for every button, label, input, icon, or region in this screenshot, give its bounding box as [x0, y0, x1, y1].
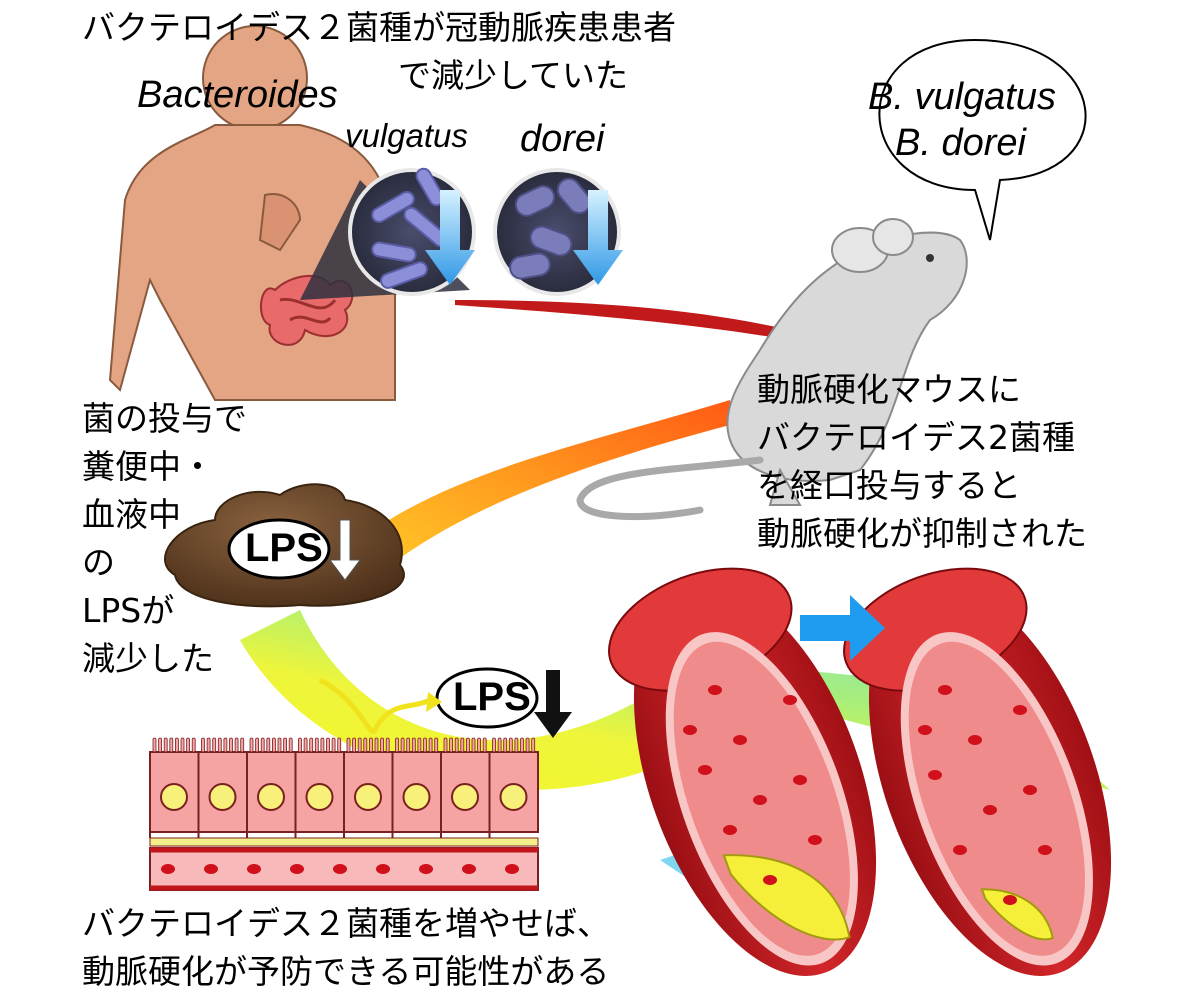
- speech-bubble: [878, 38, 1087, 241]
- headline-line1: バクテロイデス２菌種が冠動脈疾患患者: [82, 8, 676, 47]
- headline-line2: で減少していた: [398, 56, 629, 95]
- mouse: [576, 218, 968, 521]
- left-text-line6: 減少した: [82, 639, 214, 678]
- lps-transfer-arrow: [318, 677, 432, 735]
- bacteria-genus: Bacteroides: [137, 74, 338, 116]
- bacteria-circle-dorei: [493, 168, 623, 296]
- mouse-text-line3: を経口投与すると: [757, 466, 1021, 505]
- intestinal-epithelium: [149, 737, 539, 891]
- bacteria-circle-vulgatus: [348, 167, 476, 296]
- lps-feces-label: LPS: [245, 526, 323, 570]
- mouse-text-line2: バクテロイデス2菌種: [757, 418, 1075, 457]
- bubble-line2: B. dorei: [895, 122, 1026, 164]
- lps-blood-badge: [435, 667, 572, 738]
- vessel-treated: [843, 567, 1112, 976]
- improvement-arrow: [800, 595, 885, 661]
- bacteria-species-vulgatus: vulgatus: [345, 117, 468, 154]
- flow-band-middle: [350, 400, 730, 600]
- left-text-line3: 血液中: [82, 495, 181, 534]
- conclusion-line2: 動脈硬化が予防できる可能性がある: [82, 952, 610, 991]
- lps-feces-badge: [227, 518, 361, 581]
- lps-blood-label: LPS: [453, 675, 531, 719]
- flow-band-upper: [455, 300, 790, 340]
- left-text-line1: 菌の投与で: [82, 399, 247, 438]
- bacteria-species-dorei: dorei: [520, 118, 605, 160]
- mouse-text-line4: 動脈硬化が抑制された: [757, 514, 1087, 553]
- conclusion-line1: バクテロイデス２菌種を増やせば、: [82, 904, 610, 943]
- left-text-line5: LPSが: [82, 591, 175, 630]
- left-text-line2: 糞便中・: [82, 447, 214, 486]
- left-text-line4: の: [82, 543, 115, 582]
- bubble-line1: B. vulgatus: [868, 76, 1056, 118]
- mouse-text-line1: 動脈硬化マウスに: [757, 370, 1021, 409]
